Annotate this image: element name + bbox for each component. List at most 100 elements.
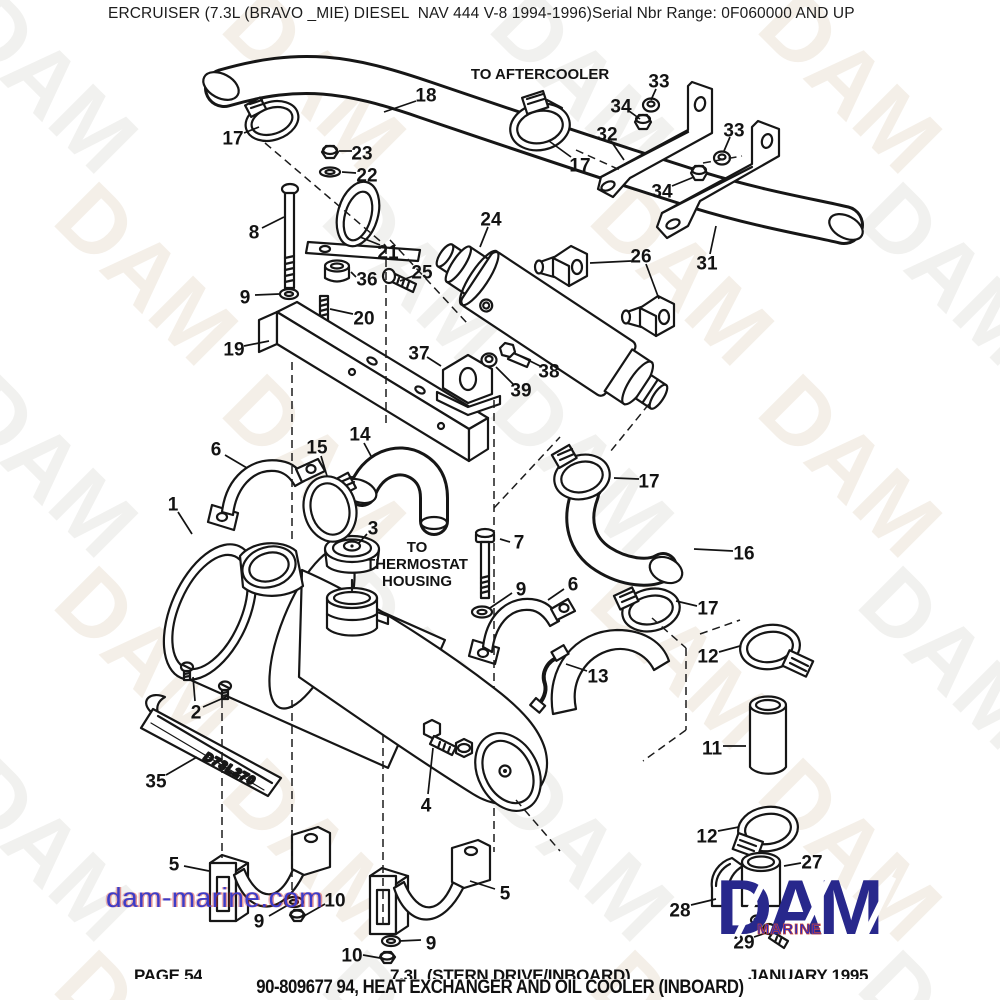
part-number-label: 31 [696,254,718,275]
part-number-label: 38 [538,362,559,383]
screw [761,922,790,950]
washer [712,150,732,166]
part-number-label: 6 [211,440,222,461]
part-number-label: 27 [801,853,822,874]
to-thermostat-label: HOUSING [382,573,452,590]
leader-line [547,588,565,601]
leader-line [177,511,193,535]
leader-line [202,695,229,708]
leader-line [650,88,657,101]
leader-line [261,216,285,229]
part-number-label: 17 [222,129,243,150]
website-link[interactable]: dam-marine.com [106,882,324,913]
part-number-label: 36 [356,270,377,291]
diagram-parts: D73L270 [139,54,864,965]
leader-line [363,442,372,457]
leader-line [548,140,572,158]
part-number-label: 17 [569,156,590,177]
part-number-label: 2 [191,703,202,724]
hose-clamp [739,623,815,678]
part-number-label: 7 [514,533,525,554]
tank-inlet [238,542,305,597]
part-number-label: 10 [324,891,345,912]
to-thermostat-label: THERMOSTAT [366,556,468,573]
mounting-bar [257,300,490,463]
hose-clamp [731,805,799,860]
filler-neck [325,578,390,637]
leader-line [565,663,588,672]
leader-line [268,904,289,917]
part-number-label: 23 [351,144,372,165]
washer [318,166,342,178]
part-number-label: 32 [596,125,617,146]
part-number-label: 17 [638,472,659,493]
leader-line [589,260,632,264]
washer [641,97,661,113]
washer [480,352,498,368]
hose-clamp [612,586,681,633]
part-number-label: 5 [169,855,180,876]
hose-clamp [244,96,300,143]
leader-line [350,271,357,278]
leader-line [693,548,734,552]
leader-line [399,275,414,282]
leader-line [675,600,698,607]
footer-page-number: PAGE 54 [134,966,203,979]
part-number-label: 5 [500,884,511,905]
hose-clamp [509,89,571,152]
annotation-layer: TO AFTERCOOLER TO THERMOSTAT HOUSING [366,66,609,590]
part-number-label: 24 [480,210,502,231]
part-number-label: 4 [421,796,432,817]
part-number-label: 19 [223,340,244,361]
hose-clamp [550,443,611,501]
leader-line [753,932,767,938]
leader-line [645,263,660,300]
footer-model: 7.3L (STERN DRIVE/INBOARD) [390,966,631,979]
watermark-text: DAM [840,548,1000,768]
part-number-label: 22 [356,166,377,187]
leader-line [718,645,741,653]
part-number-label: 11 [702,739,723,760]
grommet [323,259,351,283]
leader-line [628,110,641,120]
part-number-label: 18 [415,86,436,107]
leader-line [183,865,210,872]
leader-line [329,308,354,315]
leader-line [717,826,740,832]
to-aftercooler-label: TO AFTERCOOLER [471,66,610,83]
part-number-label: 9 [254,912,265,933]
washer [470,605,494,619]
leader-line [341,171,357,174]
connector-hose [748,695,788,775]
leader-line [303,903,326,917]
leader-line [243,126,260,134]
retainer-strap [467,597,577,666]
cable-clamp [304,180,422,263]
leader-line [243,340,270,347]
leader-line [426,356,442,367]
to-thermostat-label: TO [407,539,428,556]
watermark-text: DAM [0,0,156,192]
part-number-label: 10 [341,946,362,967]
leader-line [723,136,731,152]
part-number-label: 17 [697,599,718,620]
screw [179,661,195,682]
part-number-label: 33 [648,72,669,93]
leader-line [519,355,541,367]
part-number-label: 26 [630,247,651,268]
bolt [422,718,474,759]
part-number-label: 37 [408,344,429,365]
leader-line [192,676,196,702]
page-header: ERCRUISER (7.3L (BRAVO _MIE) DIESEL NAV … [108,5,855,22]
nut [378,950,397,965]
sensor-wire [529,644,570,714]
leader-line [489,592,513,609]
part-number-label: 34 [610,97,632,118]
part-number-label: 8 [249,223,260,244]
leader-line [357,533,368,545]
watermark-text: DAM [840,164,1000,384]
nut [320,144,340,160]
part-number-label: 12 [697,647,718,668]
